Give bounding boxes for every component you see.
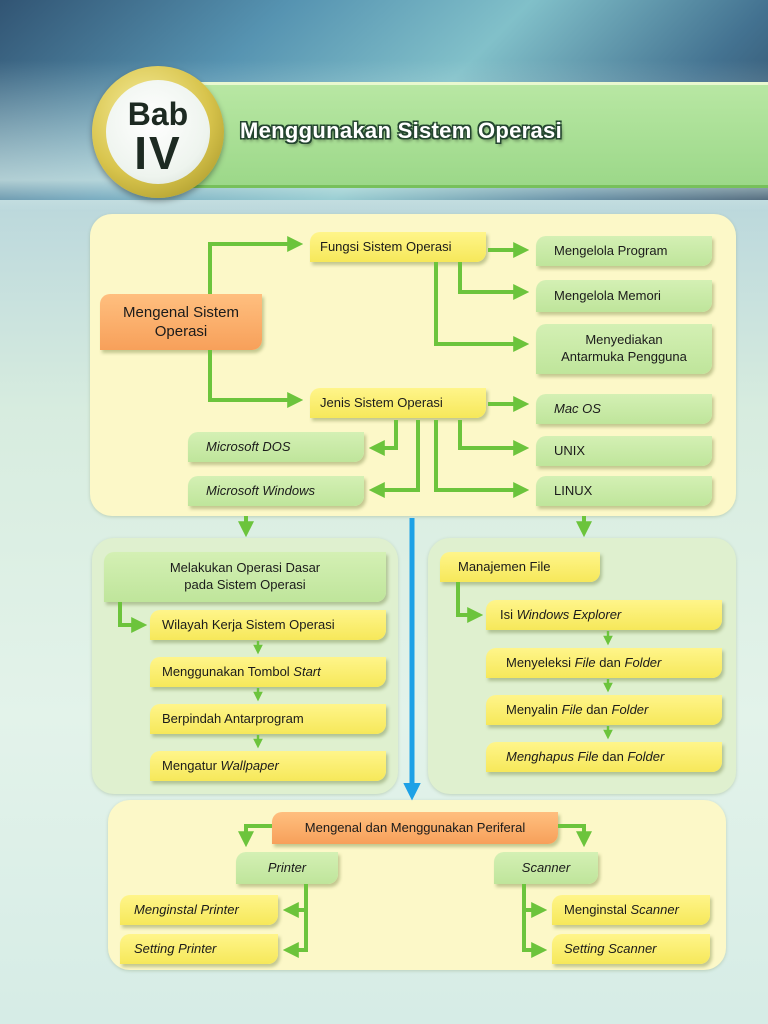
node-periferal: Mengenal dan Menggunakan Periferal — [272, 812, 558, 844]
node-mengelola-memori: Mengelola Memori — [536, 280, 712, 312]
node-linux: LINUX — [536, 476, 712, 506]
node-menghapus-b: dan — [598, 748, 628, 764]
arrow-periferal-to-scanner — [558, 824, 592, 848]
node-jenis-sistem-operasi: Jenis Sistem Operasi — [310, 388, 486, 418]
node-menyeleksi-d: Folder — [624, 654, 662, 670]
node-berpindah-antarprogram: Berpindah Antarprogram — [150, 704, 386, 734]
node-tombol-start: Menggunakan Tombol Start — [150, 657, 386, 687]
node-scanner-label: Scanner — [521, 859, 571, 875]
root-node-line1: Mengenal Sistem — [123, 303, 239, 321]
node-menginstal-scanner-italic: Scanner — [630, 901, 679, 917]
arrow-operasi-dasar-to-wilayah — [118, 602, 148, 633]
node-menghapus-c: Folder — [627, 748, 665, 764]
node-mengelola-memori-label: Mengelola Memori — [554, 287, 661, 303]
node-mac-os-label: Mac OS — [554, 400, 601, 416]
node-antarmuka-line2: Antarmuka Pengguna — [561, 349, 687, 364]
node-windows-explorer-italic: Windows Explorer — [516, 606, 622, 622]
node-setting-scanner: Setting Scanner — [552, 934, 710, 964]
node-menyalin-d: Folder — [611, 701, 649, 717]
arrow-root-to-jenis — [208, 350, 304, 408]
node-windows-explorer-plain: Isi — [500, 606, 517, 622]
node-mengelola-program-label: Mengelola Program — [554, 242, 668, 258]
root-node-line2: Operasi — [154, 323, 208, 340]
node-menginstal-printer-plain: Menginstal — [134, 901, 201, 917]
node-menghapus: Menghapus File dan Folder — [486, 742, 722, 772]
arrow-fungsi-to-memori — [458, 262, 530, 300]
node-berpindah-label: Berpindah Antarprogram — [162, 710, 304, 726]
arrow-fungsi-to-antarmuka — [434, 262, 530, 352]
node-tombol-start-plain: Menggunakan Tombol — [162, 663, 294, 679]
node-operasi-dasar-line2: pada Sistem Operasi — [184, 577, 306, 592]
node-jenis-label: Jenis Sistem Operasi — [320, 394, 443, 410]
node-operasi-dasar: Melakukan Operasi Dasar pada Sistem Oper… — [104, 552, 386, 602]
node-menyeleksi-c: dan — [595, 654, 625, 670]
node-wilayah-kerja: Wilayah Kerja Sistem Operasi — [150, 610, 386, 640]
node-microsoft-windows-label: Microsoft Windows — [206, 482, 315, 498]
node-tombol-start-italic: Start — [293, 663, 321, 679]
node-windows-explorer: Isi Windows Explorer — [486, 600, 722, 630]
node-printer-label: Printer — [267, 859, 307, 875]
node-operasi-dasar-line1: Melakukan Operasi Dasar — [169, 560, 321, 576]
node-unix: UNIX — [536, 436, 712, 466]
node-menghapus-a: Menghapus File — [506, 748, 599, 764]
node-unix-label: UNIX — [554, 442, 586, 458]
arrow-jenis-to-linux — [434, 420, 530, 498]
arrow-periferal-to-printer — [238, 824, 272, 848]
arrow-jenis-to-windows — [368, 420, 420, 498]
chapter-badge-inner — [106, 80, 210, 184]
node-wallpaper-plain: Mengatur — [162, 757, 221, 773]
node-antarmuka-line1: Menyediakan — [585, 332, 663, 348]
node-menyalin: Menyalin File dan Folder — [486, 695, 722, 725]
node-menyalin-b: File — [561, 701, 583, 717]
arrow-printer-to-install — [282, 884, 308, 918]
root-node-mengenal-sistem-operasi: Mengenal Sistem Operasi — [100, 294, 262, 350]
node-periferal-label: Mengenal dan Menggunakan Periferal — [304, 819, 526, 835]
node-antarmuka-pengguna: Menyediakan Antarmuka Pengguna — [536, 324, 712, 374]
badge-bab-label: Bab — [127, 96, 189, 132]
node-wallpaper-italic: Wallpaper — [220, 757, 279, 773]
title-bar — [150, 82, 768, 188]
node-setting-printer-label: Setting Printer — [134, 940, 217, 956]
node-fungsi-sistem-operasi: Fungsi Sistem Operasi — [310, 232, 486, 262]
arrow-jenis-to-unix — [458, 420, 530, 456]
arrow-jenis-to-dos — [368, 420, 398, 456]
arrow-scanner-to-setting — [522, 910, 548, 958]
node-scanner: Scanner — [494, 852, 598, 884]
arrow-scanner-to-install — [522, 884, 548, 918]
node-setting-scanner-label: Setting Scanner — [564, 940, 657, 956]
arrow-printer-to-setting — [282, 910, 308, 958]
node-menginstal-printer-italic: Printer — [200, 901, 239, 917]
node-menginstal-printer: Menginstal Printer — [120, 895, 278, 925]
node-menyeleksi: Menyeleksi File dan Folder — [486, 648, 722, 678]
arrow-manajemen-to-explorer — [456, 582, 484, 623]
node-menginstal-scanner: Menginstal Scanner — [552, 895, 710, 925]
node-linux-label: LINUX — [554, 482, 593, 498]
node-menyeleksi-a: Menyeleksi — [506, 654, 575, 670]
arrow-root-to-fungsi — [208, 236, 304, 294]
node-mengatur-wallpaper: Mengatur Wallpaper — [150, 751, 386, 781]
node-microsoft-dos-label: Microsoft DOS — [206, 438, 291, 454]
node-microsoft-dos: Microsoft DOS — [188, 432, 364, 462]
node-menyeleksi-b: File — [574, 654, 596, 670]
node-printer: Printer — [236, 852, 338, 884]
node-mac-os: Mac OS — [536, 394, 712, 424]
node-menyalin-a: Menyalin — [506, 701, 562, 717]
node-setting-printer: Setting Printer — [120, 934, 278, 964]
node-mengelola-program: Mengelola Program — [536, 236, 712, 266]
node-fungsi-label: Fungsi Sistem Operasi — [320, 238, 452, 254]
node-manajemen-file: Manajemen File — [440, 552, 600, 582]
chapter-title: Menggunakan Sistem Operasi — [240, 118, 562, 143]
node-manajemen-file-label: Manajemen File — [458, 558, 551, 574]
node-menyalin-c: dan — [582, 701, 612, 717]
node-menginstal-scanner-plain: Menginstal — [564, 901, 631, 917]
node-microsoft-windows: Microsoft Windows — [188, 476, 364, 506]
badge-chapter-number: IV — [134, 127, 182, 179]
node-wilayah-kerja-label: Wilayah Kerja Sistem Operasi — [162, 616, 335, 632]
